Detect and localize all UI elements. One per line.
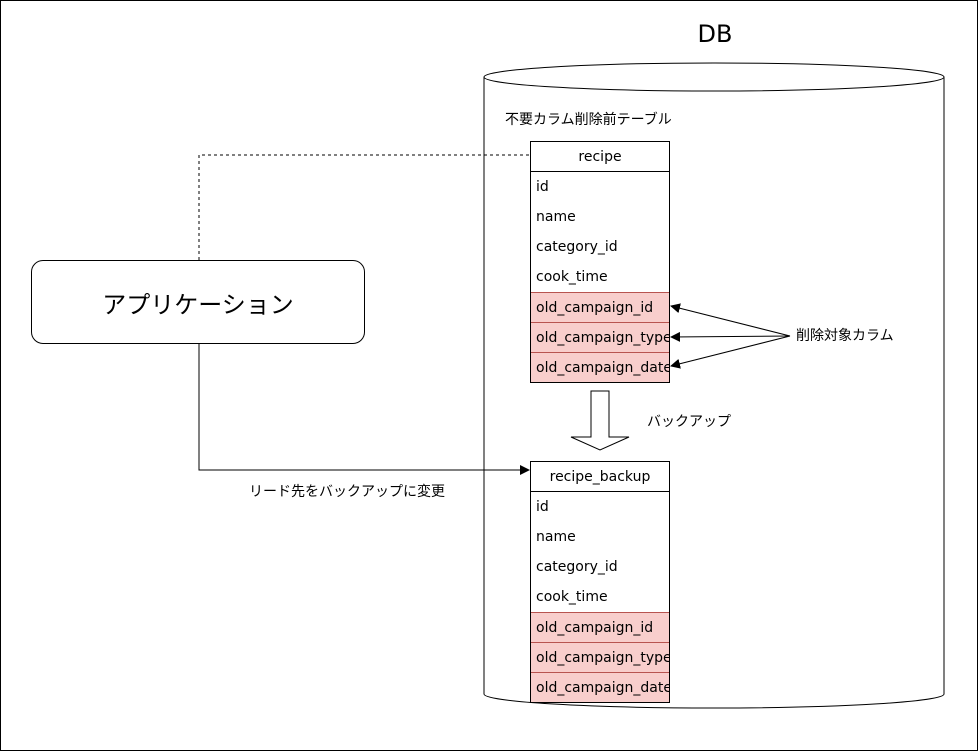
application-node: アプリケーション xyxy=(31,260,365,344)
column-row: cook_time xyxy=(536,589,608,605)
column-row: name xyxy=(536,529,576,545)
before-table-caption: 不要カラム削除前テーブル xyxy=(505,112,672,128)
column-row: name xyxy=(536,209,576,225)
column-row: id xyxy=(536,499,549,515)
read-redirect-arrow xyxy=(198,344,530,475)
target-columns-label: 削除対象カラム xyxy=(796,328,894,344)
column-row: id xyxy=(536,179,549,195)
backup-block-arrow xyxy=(570,390,630,451)
db-title: DB xyxy=(697,20,733,48)
removed-column-row: old_campaign_date xyxy=(531,352,669,382)
column-row: cook_time xyxy=(536,269,608,285)
dashed-connector xyxy=(198,154,530,260)
column-row: category_id xyxy=(536,239,618,255)
recipe-table: recipe id name category_id cook_time old… xyxy=(530,141,670,383)
recipe-backup-table: recipe_backup id name category_id cook_t… xyxy=(530,461,670,703)
table-header: recipe_backup xyxy=(531,462,669,492)
column-row: category_id xyxy=(536,559,618,575)
target-arrow-1 xyxy=(670,303,791,337)
removed-column-row: old_campaign_type xyxy=(531,642,669,672)
target-arrow-3 xyxy=(670,335,791,369)
target-arrow-2 xyxy=(670,331,791,342)
table-header: recipe xyxy=(531,142,669,172)
backup-label: バックアップ xyxy=(647,414,731,430)
removed-column-row: old_campaign_date xyxy=(531,672,669,702)
removed-column-row: old_campaign_id xyxy=(531,612,669,642)
redirect-label: リード先をバックアップに変更 xyxy=(249,484,445,500)
removed-column-row: old_campaign_id xyxy=(531,292,669,322)
removed-column-row: old_campaign_type xyxy=(531,322,669,352)
